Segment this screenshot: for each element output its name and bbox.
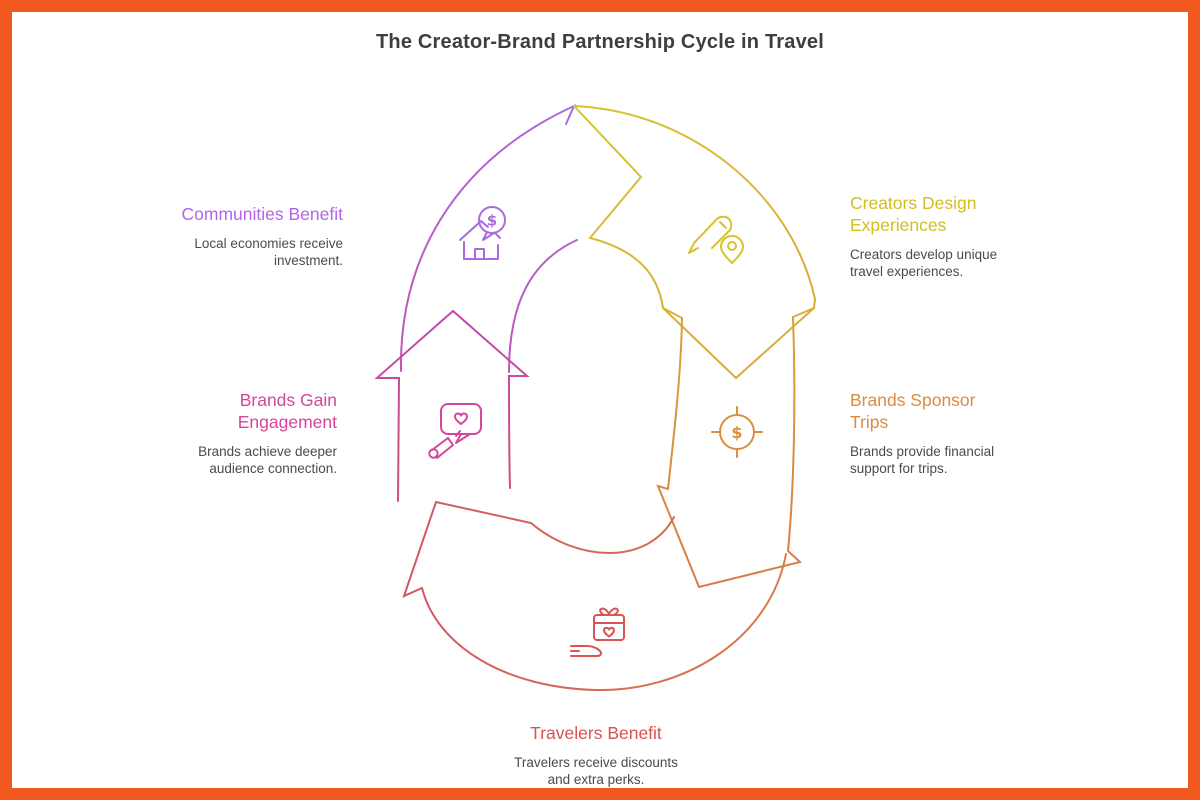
arrow-segment-travelers [402, 500, 787, 692]
house-investment-bubble-icon: $ [459, 206, 506, 260]
stage-description: Travelers receive discounts and extra pe… [514, 755, 678, 787]
dollar-target-icon: $ [711, 406, 763, 458]
megaphone-heart-bubble-icon [428, 403, 482, 459]
stage-description: Creators develop unique travel experienc… [850, 247, 998, 279]
stage-travelers: Travelers Benefit Travelers receive disc… [450, 722, 742, 788]
stage-brands-gain: Brands Gain Engagement Brands achieve de… [97, 389, 337, 477]
page-title: The Creator-Brand Partnership Cycle in T… [375, 31, 825, 53]
stage-communities: Communities Benefit Local economies rece… [103, 203, 343, 269]
arrow-segment-creators [573, 105, 817, 380]
stage-label: Travelers Benefit [530, 723, 662, 743]
stage-description: Brands provide financial support for tri… [850, 444, 995, 476]
arrow-segment-brands-sponsor [656, 316, 803, 589]
arrow-segment-brands-gain [374, 309, 530, 502]
stage-label: Communities Benefit [181, 204, 343, 224]
stage-label: Brands Gain Engagement [237, 390, 337, 432]
pencil-map-pin-icon [688, 215, 744, 264]
hand-gift-icon [570, 607, 625, 657]
stage-creators: Creators Design Experiences Creators dev… [850, 192, 1070, 280]
dollar-glyph: $ [731, 423, 742, 442]
stage-label: Creators Design Experiences [850, 193, 977, 235]
arrow-segment-communities [399, 103, 578, 373]
stage-label: Brands Sponsor Trips [850, 390, 976, 432]
stage-brands-sponsor: Brands Sponsor Trips Brands provide fina… [850, 389, 1070, 477]
stage-description: Brands achieve deeper audience connectio… [198, 444, 337, 476]
stage-description: Local economies receive investment. [194, 236, 343, 268]
dollar-glyph: $ [487, 212, 497, 230]
